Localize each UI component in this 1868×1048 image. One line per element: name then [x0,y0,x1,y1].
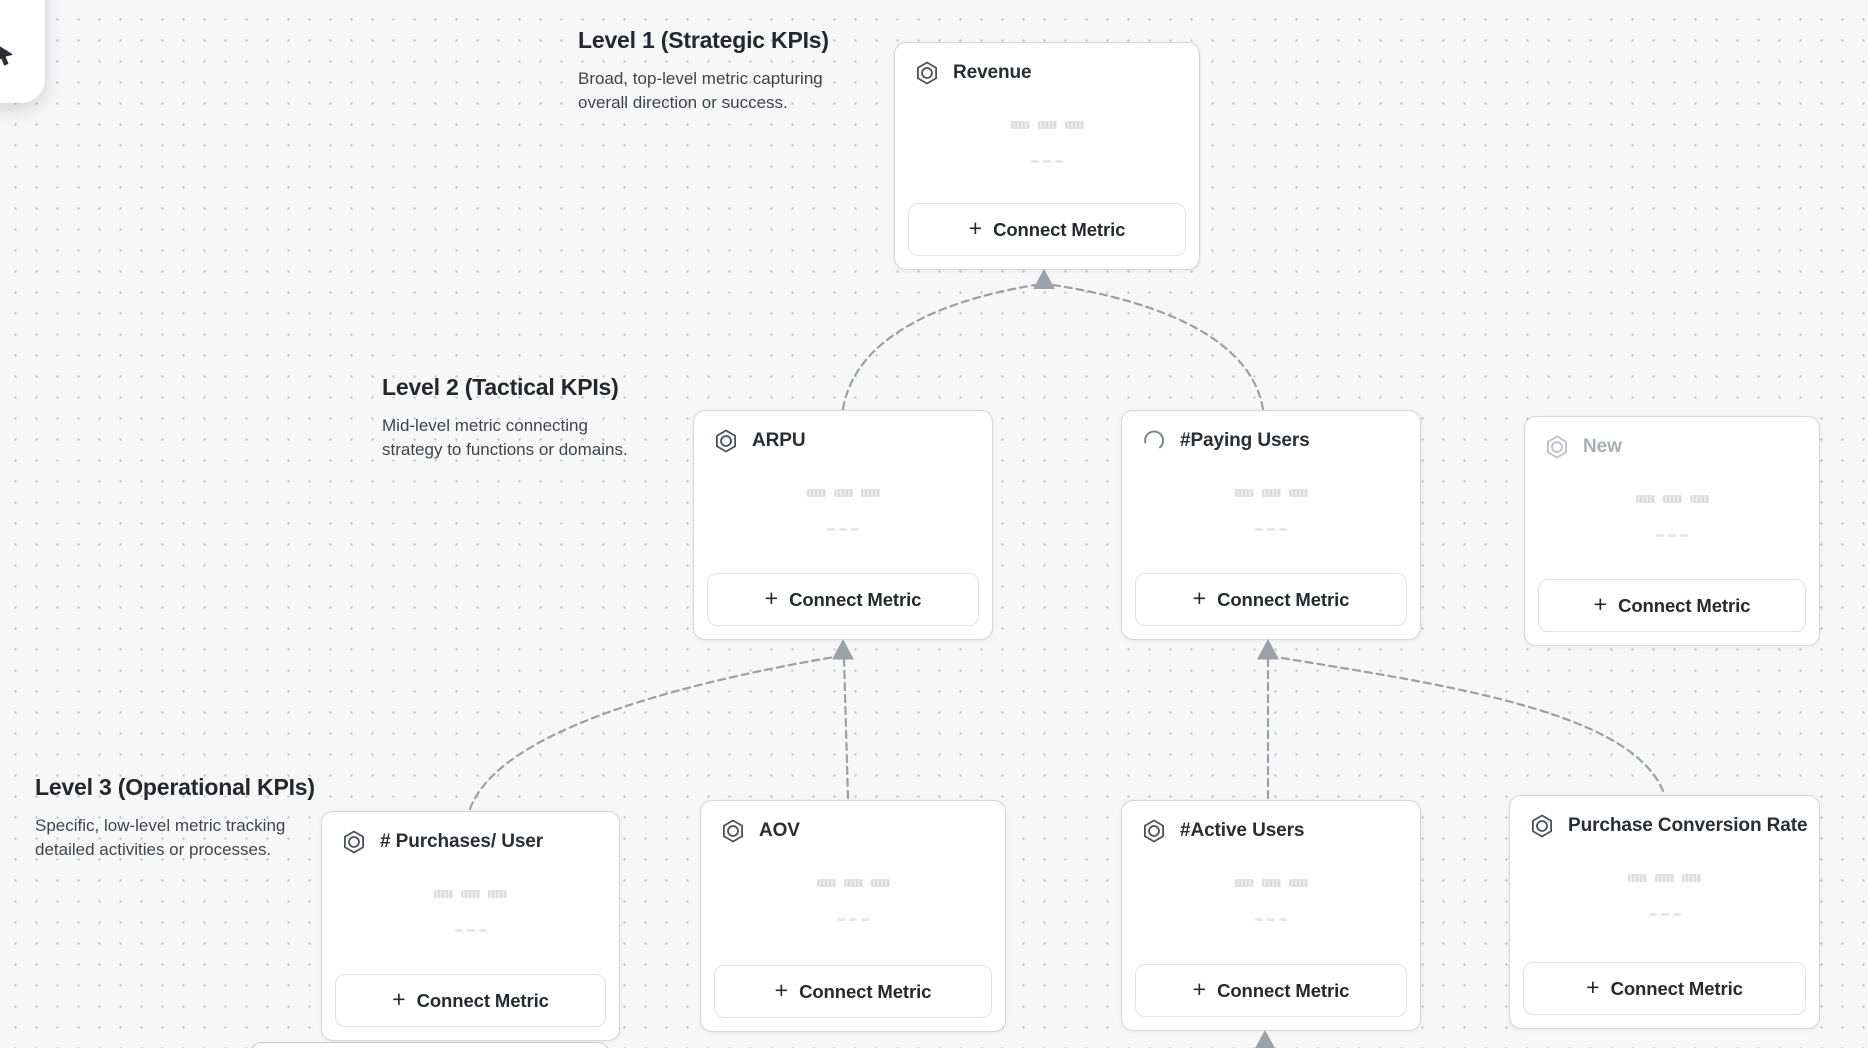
card-title: #Active Users [1180,819,1305,841]
arrowhead-into-payingusers [1257,639,1279,660]
metric-card-arpu[interactable]: ARPU + Connect Metric [693,410,993,640]
connector-pcr-to-payingusers [1274,655,1665,793]
metric-placeholder-sub [694,528,992,531]
connect-metric-button[interactable]: + Connect Metric [335,974,606,1027]
metric-placeholder-sub [895,160,1199,163]
metric-placeholder [1122,879,1420,887]
connector-aov-to-arpu [842,657,850,800]
level-2-label: Level 2 (Tactical KPIs) Mid-level metric… [382,374,628,463]
hexagon-metric-icon [340,828,367,855]
loading-spinner-icon [1140,427,1167,454]
arrowhead-into-arpu [832,639,854,660]
metric-placeholder-sub [1122,918,1420,921]
metric-placeholder-sub [701,918,1005,921]
card-title: AOV [759,819,800,841]
connect-metric-button[interactable]: + Connect Metric [908,203,1186,256]
card-title: ARPU [752,429,806,451]
level-3-label: Level 3 (Operational KPIs) Specific, low… [35,774,315,863]
connector-arpu-to-revenue [841,283,1037,411]
hexagon-metric-icon [1528,812,1555,839]
connector-payingusers-to-revenue [1051,283,1265,411]
connect-metric-label: Connect Metric [1217,588,1350,610]
metric-placeholder [1122,489,1420,497]
metric-placeholder-sub [322,929,619,932]
connect-metric-label: Connect Metric [789,588,922,610]
metric-card-paying-users[interactable]: #Paying Users + Connect Metric [1121,410,1421,640]
level-1-title: Level 1 (Strategic KPIs) [578,27,829,53]
metric-placeholder [1525,495,1819,503]
metric-card-aov[interactable]: AOV + Connect Metric [700,800,1006,1032]
card-title: New [1583,435,1622,457]
metric-card-revenue[interactable]: Revenue + Connect Metric [894,42,1200,270]
connect-metric-button[interactable]: + Connect Metric [1135,573,1407,626]
plus-icon: + [1593,591,1608,617]
metric-placeholder-sub [1122,528,1420,531]
metric-placeholder [1510,874,1819,882]
connect-metric-label: Connect Metric [416,989,549,1011]
hexagon-metric-icon [719,817,746,844]
toolbar-panel[interactable] [0,0,45,103]
metric-placeholder-sub [1510,913,1819,916]
connect-metric-label: Connect Metric [1618,594,1751,616]
connect-metric-button[interactable]: + Connect Metric [1538,579,1806,632]
hexagon-metric-icon [712,427,739,454]
plus-icon: + [1192,976,1207,1002]
metric-card-partial-offscreen[interactable] [250,1042,610,1048]
connect-metric-label: Connect Metric [799,980,932,1002]
hexagon-metric-icon [1140,817,1167,844]
connect-metric-button[interactable]: + Connect Metric [1523,962,1806,1015]
plus-icon: + [392,986,406,1012]
level-1-description: Broad, top-level metric capturing overal… [578,69,823,113]
plus-icon: + [1586,974,1600,1000]
metric-placeholder [322,890,619,898]
metric-placeholder-sub [1525,534,1819,537]
metric-placeholder [694,489,992,497]
cursor-tool-icon [0,46,13,66]
connect-metric-button[interactable]: + Connect Metric [707,573,979,626]
level-2-description: Mid-level metric connecting strategy to … [382,416,628,460]
metric-placeholder [895,121,1199,129]
connect-metric-label: Connect Metric [1217,979,1350,1001]
metric-card-active-users[interactable]: #Active Users + Connect Metric [1121,800,1421,1031]
level-3-description: Specific, low-level metric tracking deta… [35,816,286,860]
arrowhead-into-activeusers [1255,1030,1275,1048]
arrowhead-into-revenue [1033,269,1055,289]
connector-offscreen-to-activeusers [1259,1036,1266,1048]
card-title: #Paying Users [1180,429,1310,451]
connect-metric-button[interactable]: + Connect Metric [714,965,992,1018]
metric-placeholder [701,879,1005,887]
plus-icon: + [1192,585,1207,611]
metric-card-purchase-conversion-rate[interactable]: Purchase Conversion Rate + Connect Metri… [1509,795,1820,1029]
metric-card-purchases-per-user[interactable]: # Purchases/ User + Connect Metric [321,811,620,1041]
hexagon-metric-icon [913,59,940,86]
card-title: Revenue [953,61,1032,83]
connector-purchases-to-arpu [468,655,836,811]
card-title: Purchase Conversion Rate [1568,814,1808,836]
plus-icon: + [774,977,789,1003]
level-2-title: Level 2 (Tactical KPIs) [382,374,619,400]
hexagon-metric-icon [1543,433,1570,460]
level-3-title: Level 3 (Operational KPIs) [35,774,315,800]
metric-card-new[interactable]: New + Connect Metric [1524,416,1820,646]
connect-metric-label: Connect Metric [1610,977,1743,999]
level-1-label: Level 1 (Strategic KPIs) Broad, top-leve… [578,27,829,116]
card-title: # Purchases/ User [380,830,544,852]
connect-metric-button[interactable]: + Connect Metric [1135,964,1407,1017]
plus-icon: + [764,585,779,611]
connect-metric-label: Connect Metric [993,218,1126,240]
plus-icon: + [968,215,983,241]
